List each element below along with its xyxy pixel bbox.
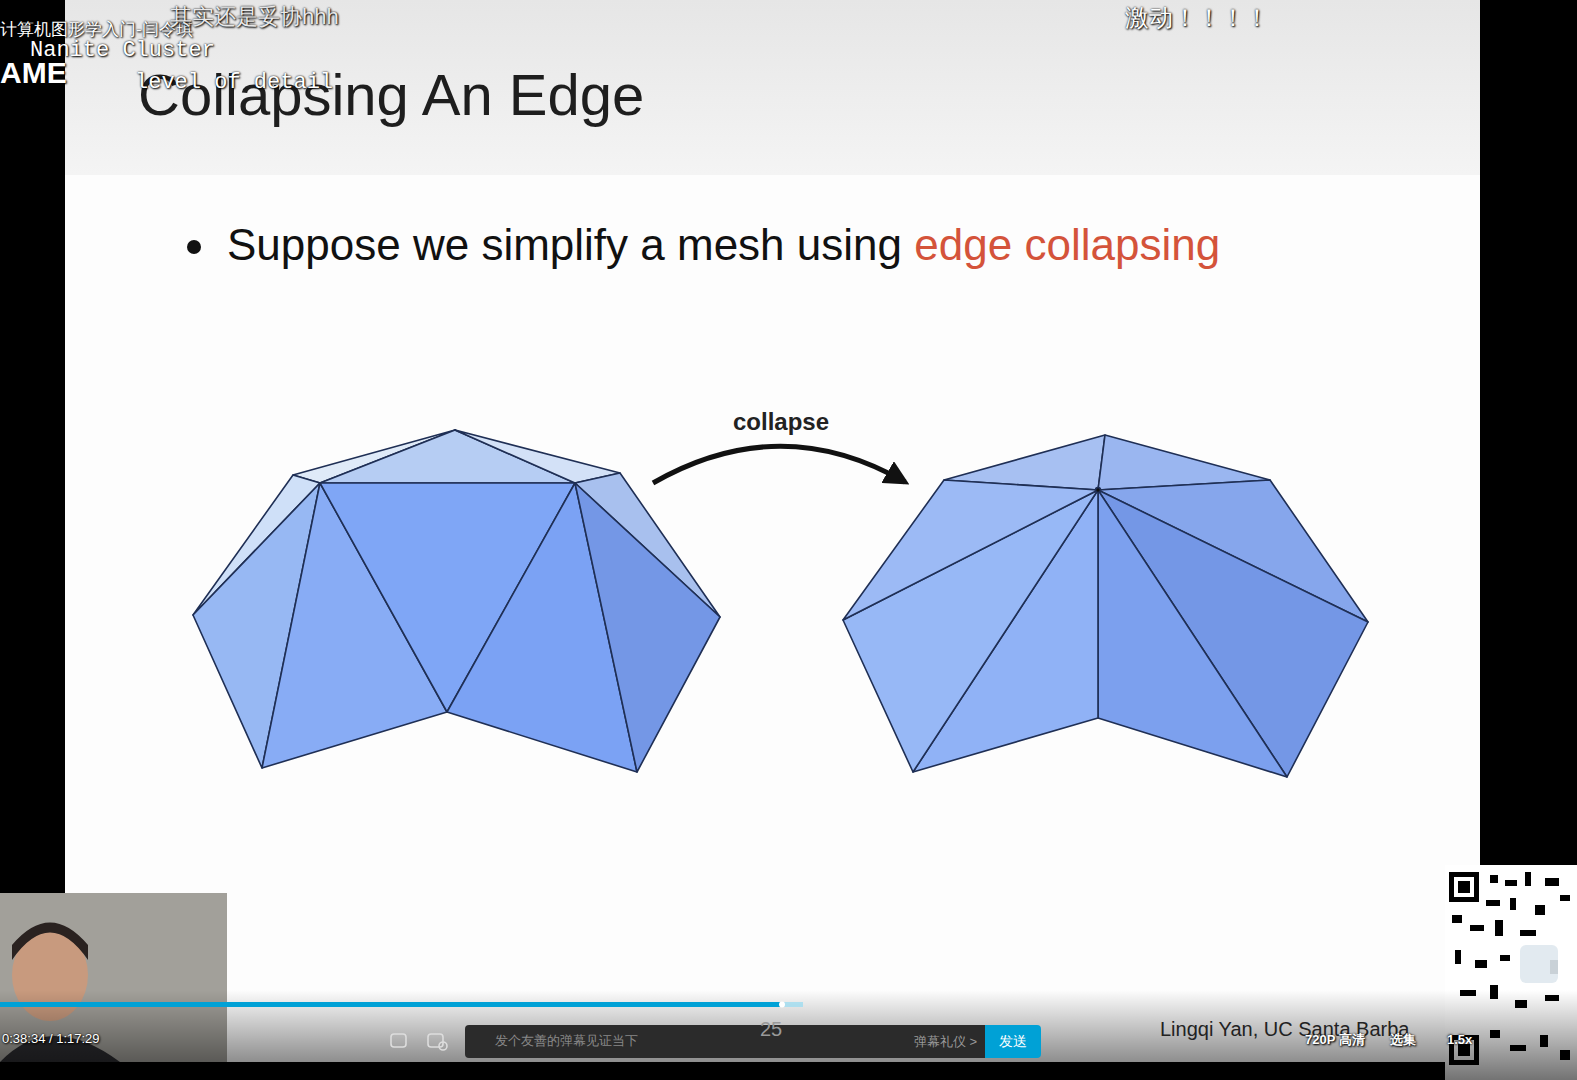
time-display: 0:38:34 / 1:17:29: [2, 1032, 100, 1047]
video-title: 计算机图形学入门-闫令琪: [0, 20, 193, 40]
danmaku-comment: 激动！！！！: [1125, 4, 1269, 32]
button-label: 发送: [999, 1033, 1027, 1049]
speed-button: 1.5x: [1447, 1033, 1472, 1048]
slide-number: 25: [760, 1018, 782, 1041]
bullet-text: Suppose we simplify a mesh using: [227, 220, 902, 271]
mesh-before: [193, 430, 720, 772]
placeholder-text: 发个友善的弹幕见证当下: [495, 1034, 638, 1049]
collapse-arrow: [653, 446, 905, 483]
danmaku-icons: [391, 1034, 447, 1050]
buffer-bar: [0, 1002, 803, 1007]
highlight-text: edge collapsing: [914, 220, 1220, 271]
mesh-after: [843, 435, 1368, 777]
slide-title-band: [65, 0, 1480, 175]
bullet-dot: [187, 240, 201, 254]
danmaku-comment: 其实还是妥协hhh: [170, 4, 339, 29]
arrow-label: collapse: [733, 408, 829, 436]
progress-bar: [0, 1002, 782, 1007]
danmaku-etiquette-link: 弹幕礼仪 >: [914, 1035, 977, 1050]
danmaku-comment: level of detail: [135, 70, 333, 95]
send-button: 发送: [985, 1025, 1041, 1058]
danmaku-comment: Nanite Cluster: [30, 38, 215, 63]
episodes-button: 选集: [1390, 1033, 1416, 1048]
danmaku-input: 发个友善的弹幕见证当下: [465, 1025, 985, 1058]
quality-button: 720P 高清: [1305, 1033, 1365, 1048]
control-shade: [0, 990, 1577, 1080]
slide: [65, 0, 1480, 1062]
progress-thumb: [779, 1002, 785, 1008]
slide-footer: Lingqi Yan, UC Santa Barba: [1160, 1018, 1409, 1041]
